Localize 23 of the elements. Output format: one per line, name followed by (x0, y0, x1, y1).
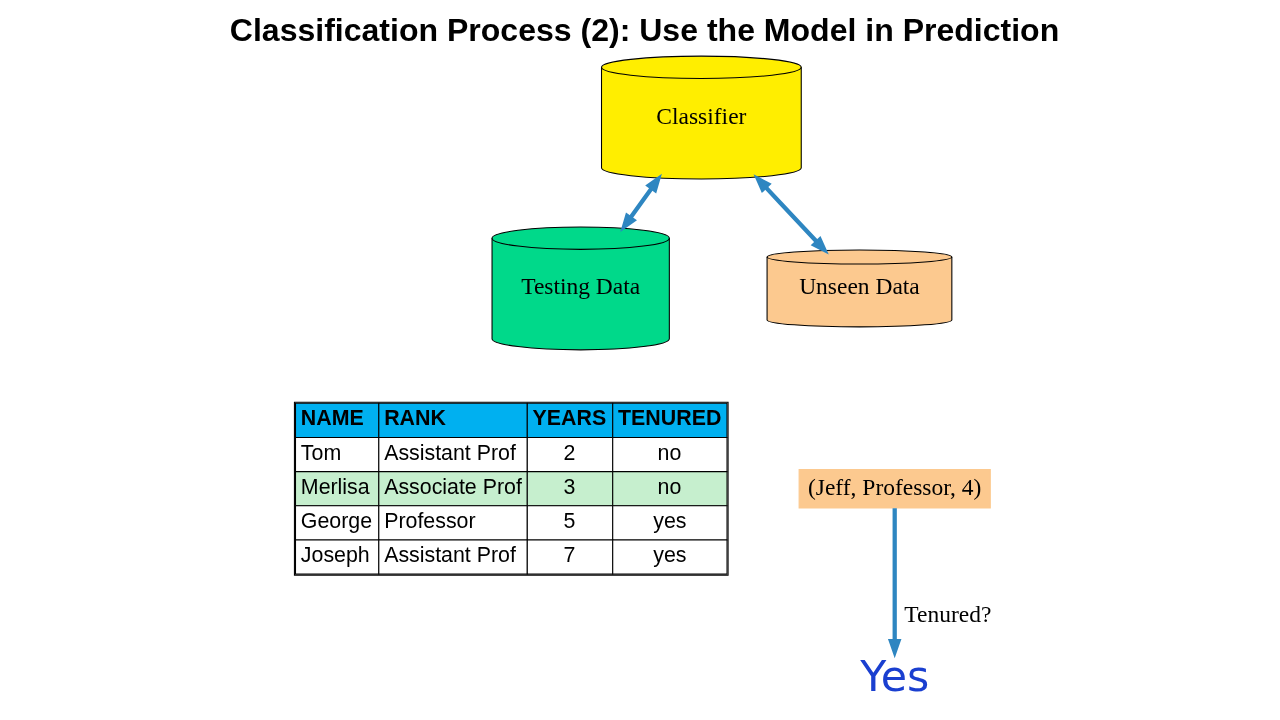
label: 3 (563, 475, 575, 500)
label: YEARS (532, 405, 606, 430)
label: Professor (383, 509, 476, 534)
label: Associate Prof (383, 475, 522, 500)
label: TENURED (617, 405, 721, 430)
label: Merlisa (300, 475, 370, 500)
edge-label: Tenured? (903, 600, 991, 627)
label: no (657, 440, 681, 465)
diagram-title: Classification Process (2): Use the Model in Prediction (229, 12, 1059, 49)
label: yes (652, 509, 687, 534)
label: no (657, 475, 681, 500)
label: Assistant Prof (383, 440, 516, 465)
label: George (300, 509, 372, 534)
node-text: Yes (859, 650, 929, 701)
label: Assistant Prof (383, 543, 516, 568)
label: NAME (300, 405, 364, 430)
label: 2 (563, 440, 575, 465)
label: Joseph (300, 543, 370, 568)
label: 7 (563, 543, 575, 568)
label: RANK (383, 405, 446, 430)
label: 5 (563, 509, 575, 534)
label: yes (652, 543, 687, 568)
label: Tom (300, 440, 341, 465)
